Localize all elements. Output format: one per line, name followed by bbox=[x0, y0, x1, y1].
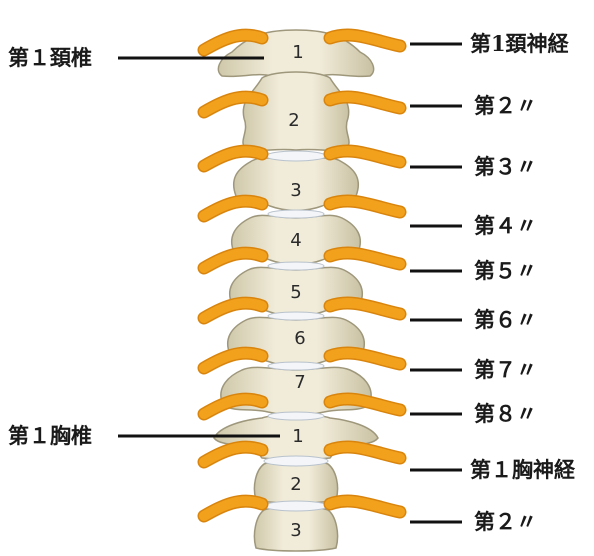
label-cervical-nerve-4: 第４〃 bbox=[474, 215, 537, 236]
label-cervical-nerve-5: 第５〃 bbox=[474, 260, 537, 281]
label-cervical-nerve-7: 第７〃 bbox=[474, 359, 537, 380]
nerve-right-5 bbox=[330, 253, 400, 264]
label-thoracic-nerve-2: 第２〃 bbox=[474, 511, 537, 532]
cervical-number-3: 3 bbox=[290, 180, 301, 201]
cervical-number-5: 5 bbox=[290, 282, 301, 303]
label-first-cervical-nerve: 第1頚神経 bbox=[470, 33, 569, 54]
nerve-right-4 bbox=[330, 201, 400, 212]
cervical-number-1: 1 bbox=[292, 42, 303, 63]
cervical-number-6: 6 bbox=[294, 328, 305, 349]
label-cervical-nerve-2: 第２〃 bbox=[474, 95, 537, 116]
label-first-thoracic-vertebra: 第１胸椎 bbox=[8, 425, 92, 446]
label-cervical-nerve-8: 第８〃 bbox=[474, 403, 537, 424]
nerve-right-9 bbox=[330, 447, 400, 458]
cervical-number-7: 7 bbox=[294, 372, 305, 393]
label-cervical-nerve-6: 第６〃 bbox=[474, 309, 537, 330]
cervical-number-4: 4 bbox=[290, 230, 301, 251]
nerve-right-6 bbox=[330, 303, 400, 314]
thoracic-number-3: 3 bbox=[290, 520, 301, 541]
thoracic-number-1: 1 bbox=[292, 426, 303, 447]
thoracic-number-2: 2 bbox=[290, 474, 301, 495]
label-first-cervical-vertebra: 第１頚椎 bbox=[8, 47, 92, 68]
cervical-number-2: 2 bbox=[288, 110, 299, 131]
label-first-thoracic-nerve: 第１胸神経 bbox=[470, 459, 575, 480]
label-cervical-nerve-3: 第３〃 bbox=[474, 156, 537, 177]
nerve-right-10 bbox=[330, 501, 400, 512]
nerve-right-7 bbox=[330, 353, 400, 364]
